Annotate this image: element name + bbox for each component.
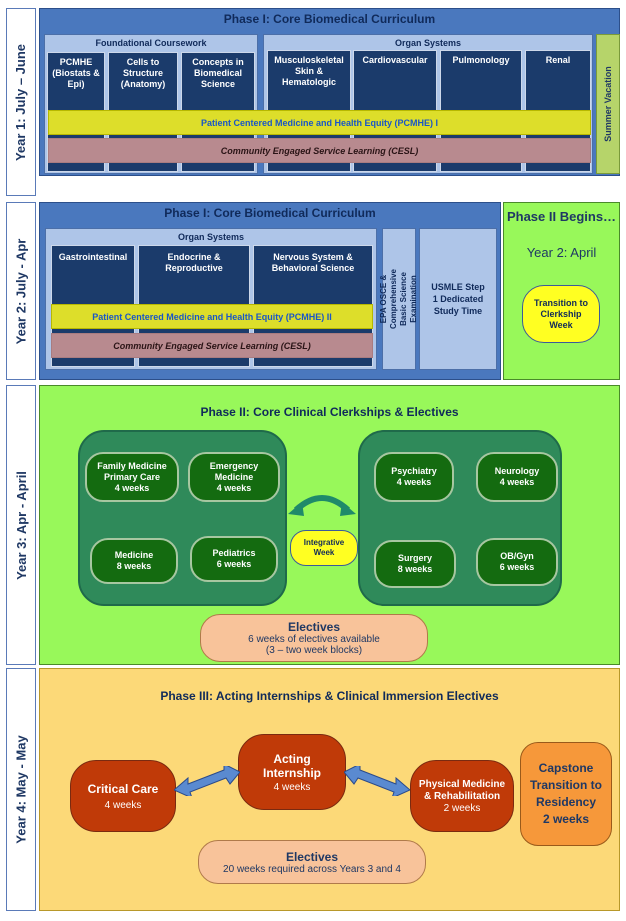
electives-y4-title: Electives: [285, 849, 339, 864]
year2-phase-title: Phase I: Core Biomedical Curriculum: [164, 206, 376, 220]
integrative-week-badge: Integrative Week: [290, 530, 358, 566]
double-arrow-left-icon: [174, 766, 240, 796]
clerkship-emergency-medicine-duration: 4 weeks: [216, 482, 252, 493]
clerkship-obgyn-name: OB/Gyn: [500, 551, 534, 561]
clerkship-surgery: Surgery 8 weeks: [374, 540, 456, 588]
electives-y4-line1: 20 weeks required across Years 3 and 4: [223, 863, 401, 875]
clerkship-medicine-name: Medicine: [114, 550, 154, 560]
cesl-band-y1: Community Engaged Service Learning (CESL…: [48, 138, 591, 163]
acting-internship-duration: 4 weeks: [273, 781, 311, 793]
year4-side-label: Year 4: May - May: [13, 735, 29, 844]
clerkship-family-medicine: Family Medicine Primary Care 4 weeks: [85, 452, 179, 502]
year1-phase-title: Phase I: Core Biomedical Curriculum: [223, 12, 436, 26]
clerkship-pediatrics-name: Pediatrics: [212, 548, 256, 558]
clerkship-neurology-duration: 4 weeks: [499, 477, 535, 487]
epa-osce-label: EPA OSCE & Comprehensive Basic Science E…: [379, 268, 419, 330]
electives-y3-line1: 6 weeks of electives available: [248, 634, 380, 645]
pcmhe-band-y2: Patient Centered Medicine and Health Equ…: [51, 304, 373, 329]
electives-y3-box: Electives 6 weeks of electives available…: [200, 614, 428, 662]
clerkship-emergency-medicine-name: Emergency Medicine: [209, 460, 259, 482]
summer-vacation-box: Summer Vacation: [596, 34, 620, 174]
year2-side-label: Year 2: July - Apr: [13, 238, 29, 344]
year1-side-label: Year 1: July – June: [13, 43, 29, 161]
clerkship-neurology: Neurology 4 weeks: [476, 452, 558, 502]
critical-care-duration: 4 weeks: [104, 799, 142, 811]
year4-phase-title: Phase III: Acting Internships & Clinical…: [160, 689, 499, 703]
foundational-title: Foundational Coursework: [95, 38, 207, 48]
clerkship-obgyn: OB/Gyn 6 weeks: [476, 538, 558, 586]
phase2-begins-date: Year 2: April: [526, 244, 597, 260]
clerkship-family-medicine-name: Family Medicine Primary Care: [97, 460, 167, 482]
capstone-duration: 2 weeks: [542, 812, 590, 826]
pmr-duration: 2 weeks: [443, 802, 481, 814]
organ-systems-title-y2: Organ Systems: [177, 232, 245, 242]
clerkship-pediatrics-duration: 6 weeks: [216, 559, 252, 569]
clerkship-neurology-name: Neurology: [494, 466, 540, 476]
pmr-node: Physical Medicine & Rehabilitation 2 wee…: [410, 760, 514, 832]
pmr-name: Physical Medicine & Rehabilitation: [418, 778, 506, 802]
usmle-step1-label: USMLE Step 1 Dedicated Study Time: [431, 282, 485, 316]
capstone-name: Capstone Transition to Residency: [530, 761, 602, 809]
clerkship-medicine: Medicine 8 weeks: [90, 538, 178, 584]
cesl-band-y2: Community Engaged Service Learning (CESL…: [51, 333, 373, 358]
usmle-step1-box: USMLE Step 1 Dedicated Study Time: [419, 228, 497, 370]
exchange-arrow-icon: [288, 495, 356, 516]
pcmhe-band-y1: Patient Centered Medicine and Health Equ…: [48, 110, 591, 135]
acting-internship-name: Acting Internship: [262, 751, 321, 780]
year3-phase-title: Phase II: Core Clinical Clerkships & Ele…: [200, 405, 459, 419]
electives-y4-box: Electives 20 weeks required across Years…: [198, 840, 426, 884]
epa-osce-box: EPA OSCE & Comprehensive Basic Science E…: [379, 228, 419, 370]
year1-side-label-bar: Year 1: July – June: [6, 8, 36, 196]
clerkship-medicine-duration: 8 weeks: [116, 561, 152, 571]
critical-care-name: Critical Care: [87, 781, 159, 796]
clerkship-psychiatry-name: Psychiatry: [391, 466, 437, 476]
clerkship-psychiatry-duration: 4 weeks: [396, 477, 432, 487]
clerkship-surgery-name: Surgery: [397, 553, 432, 563]
clerkship-emergency-medicine: Emergency Medicine 4 weeks: [188, 452, 280, 502]
capstone-node: Capstone Transition to Residency 2 weeks: [520, 742, 612, 846]
clerkship-pediatrics: Pediatrics 6 weeks: [190, 536, 278, 582]
clerkship-family-medicine-duration: 4 weeks: [114, 482, 150, 493]
transition-week-badge: Transition to Clerkship Week: [522, 285, 600, 343]
acting-internship-node: Acting Internship 4 weeks: [238, 734, 346, 810]
clerkship-psychiatry: Psychiatry 4 weeks: [374, 452, 454, 502]
summer-vacation-label: Summer Vacation: [603, 66, 613, 142]
electives-y3-title: Electives: [287, 620, 341, 634]
double-arrow-right-icon: [344, 766, 410, 796]
year2-side-label-bar: Year 2: July - Apr: [6, 202, 36, 380]
organ-systems-title-y1: Organ Systems: [394, 38, 462, 48]
year3-side-label-bar: Year 3: Apr - April: [6, 385, 36, 665]
critical-care-node: Critical Care 4 weeks: [70, 760, 176, 832]
electives-y3-line2: (3 – two week blocks): [265, 645, 363, 656]
year4-side-label-bar: Year 4: May - May: [6, 668, 36, 911]
phase2-begins-title: Phase II Begins…: [506, 208, 617, 224]
clerkship-surgery-duration: 8 weeks: [397, 564, 433, 574]
clerkship-obgyn-duration: 6 weeks: [499, 562, 535, 572]
year3-side-label: Year 3: Apr - April: [13, 470, 29, 580]
